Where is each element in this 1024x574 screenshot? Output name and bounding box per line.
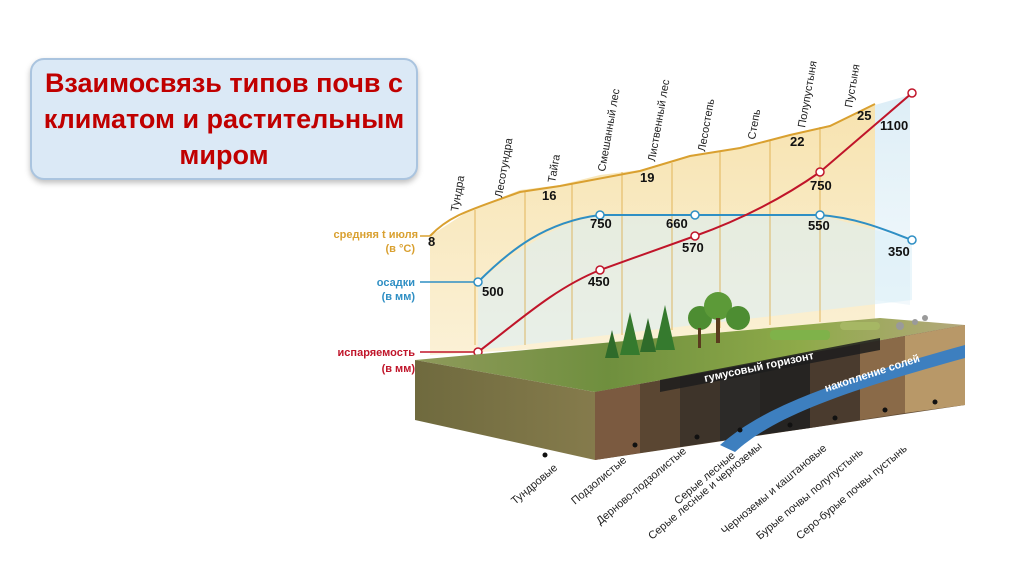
evap-value-5: 1100 (880, 118, 908, 133)
evap-value-4: 750 (810, 178, 832, 193)
zone-label-taiga: Тайга (546, 153, 563, 184)
prec-value-5: 350 (888, 244, 910, 259)
zone-label-tundra: Тундра (449, 174, 467, 213)
evaporation-label: испаряемость (338, 347, 416, 359)
evap-value-3: 570 (682, 240, 704, 255)
evaporation-unit: (в мм) (382, 363, 416, 375)
prec-value-1: 500 (482, 284, 504, 299)
evap-value-2: 450 (588, 274, 610, 289)
zone-label-mixed-forest: Смешанный лес (596, 87, 622, 172)
zone-label-semidesert: Полупустыня (796, 60, 820, 129)
precipitation-unit: (в мм) (382, 291, 416, 303)
zone-label-deciduous-forest: Лиственный лес (646, 78, 672, 162)
temp-value-desert: 25 (857, 108, 871, 123)
soil-label-grey-forest-chernozem: Серые лесные и черноземы (646, 440, 764, 542)
temp-value-deciduous: 19 (640, 170, 654, 185)
temp-value-taiga: 16 (542, 188, 556, 203)
soil-label-tundra: Тундровые (509, 462, 560, 507)
prec-value-4: 550 (808, 218, 830, 233)
zone-label-steppe: Степь (746, 108, 763, 141)
zone-label-forest-steppe: Лесостепь (696, 98, 717, 153)
zone-label-desert: Пустыня (843, 63, 862, 108)
temp-value-tundra: 8 (428, 234, 435, 249)
temperature-unit: (в °С) (386, 243, 416, 255)
temp-value-semidesert: 22 (790, 134, 804, 149)
zone-label-forest-tundra: Лесотундра (493, 136, 515, 198)
prec-value-3: 660 (666, 216, 688, 231)
temperature-label: средняя t июля (334, 229, 418, 241)
precipitation-label: осадки (377, 277, 415, 289)
prec-value-2: 750 (590, 216, 612, 231)
